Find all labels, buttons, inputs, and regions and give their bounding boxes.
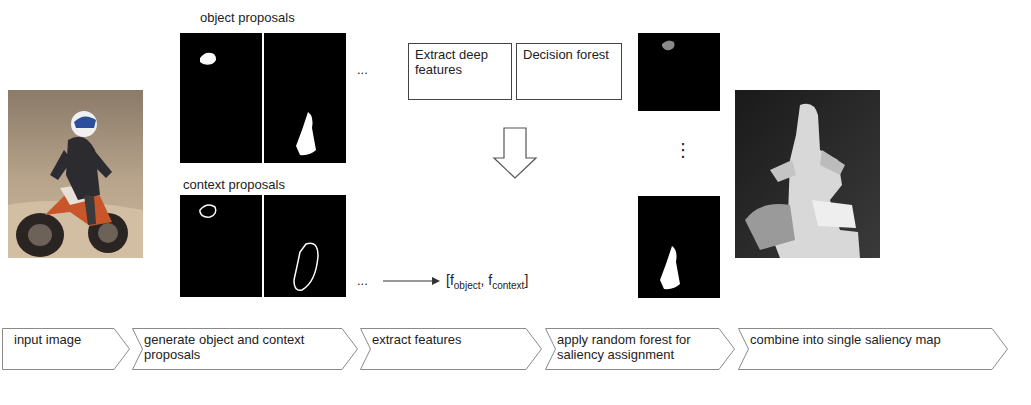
illustration-part — [294, 243, 318, 290]
pipeline-step: combine into single saliency map — [738, 328, 1008, 370]
node-text: extract features — [360, 328, 542, 351]
node-text: apply random forest for saliency assignm… — [545, 328, 735, 366]
illustration-part — [8, 90, 143, 258]
feature-vector: [fobject, fcontext] — [446, 272, 528, 291]
illustration-part — [74, 116, 96, 128]
node-text: combine into single saliency map — [738, 328, 1008, 351]
illustration-part — [660, 246, 680, 289]
illustration-part — [28, 224, 52, 246]
illustration-part — [770, 160, 796, 182]
process-box: Extract deep features — [408, 43, 512, 100]
illustration-part — [16, 213, 64, 257]
pipeline-step: input image — [2, 328, 130, 370]
ellipsis: ... — [357, 62, 368, 77]
illustration-part — [383, 280, 434, 281]
node-text: input image — [2, 328, 130, 351]
saliency-map — [735, 90, 880, 258]
pipeline-step: apply random forest for saliency assignm… — [545, 328, 735, 370]
illustration-part — [812, 200, 856, 228]
illustration-part — [98, 223, 118, 243]
illustration-part — [264, 195, 346, 297]
pipeline-step: extract features — [360, 328, 542, 370]
illustration-part — [662, 40, 675, 50]
node-text: generate object and context proposals — [132, 328, 358, 366]
panel-label: object proposals — [200, 10, 295, 25]
vector-part: context — [492, 280, 524, 291]
step-border — [546, 329, 735, 370]
illustration-part — [90, 150, 112, 178]
step-border — [3, 329, 130, 370]
illustration-part — [180, 33, 262, 163]
ellipsis: ... — [357, 273, 368, 288]
proposal-masks — [180, 33, 346, 297]
step-border — [133, 329, 358, 370]
illustration-part — [264, 33, 346, 163]
saliency-masks — [638, 33, 720, 298]
pipeline-step: generate object and context proposals — [132, 328, 358, 370]
vector-part: object — [454, 280, 481, 291]
down-arrow — [494, 128, 536, 178]
illustration-part — [180, 195, 262, 297]
illustration-part — [296, 112, 316, 155]
node-text: Extract deep features — [415, 47, 505, 77]
ellipsis: ⋮ — [674, 140, 692, 160]
step-border — [361, 329, 542, 370]
vector-part: [f — [446, 272, 454, 288]
illustration-part — [432, 277, 440, 285]
illustration-part — [638, 196, 720, 298]
illustration-part — [84, 195, 96, 225]
illustration-part — [200, 205, 216, 217]
illustration-part — [50, 150, 72, 180]
node-text: Decision forest — [523, 47, 615, 62]
illustration-part — [71, 111, 97, 137]
vector-part: , f — [480, 272, 492, 288]
illustration-part — [820, 150, 845, 175]
vector-part: ] — [524, 272, 528, 288]
step-border — [739, 329, 1008, 370]
illustration-part — [735, 90, 880, 258]
illustration-part — [745, 204, 795, 250]
panel-label: context proposals — [183, 177, 285, 192]
illustration-part — [66, 137, 100, 200]
process-box: Decision forest — [516, 43, 622, 100]
illustration-part — [200, 53, 216, 65]
feature-arrow — [383, 277, 440, 285]
illustration-part — [638, 33, 720, 111]
input-photo — [8, 90, 143, 258]
